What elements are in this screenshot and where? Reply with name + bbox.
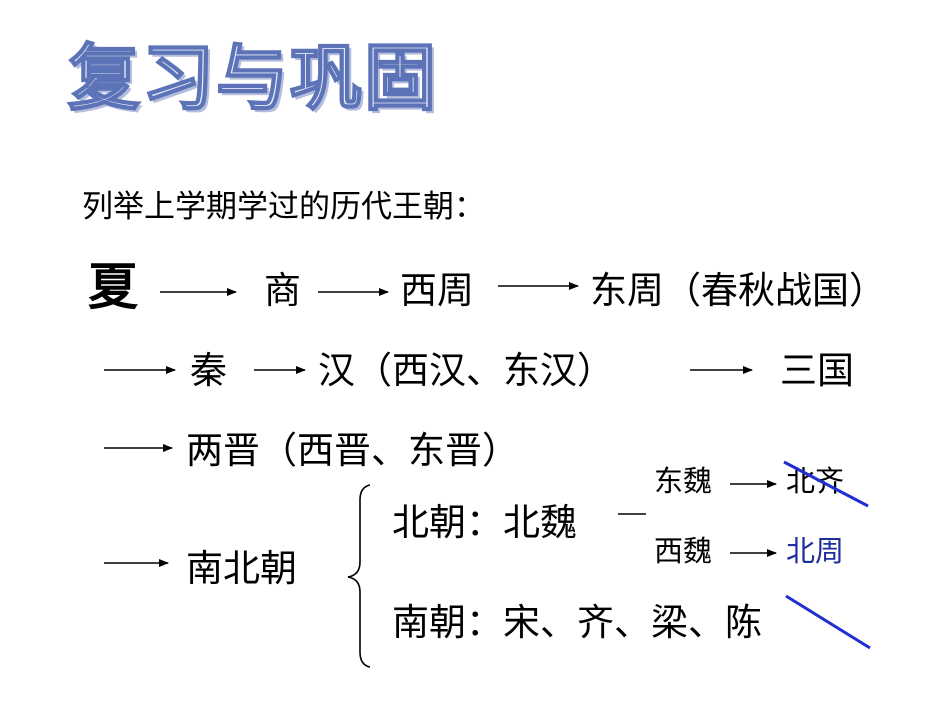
nanchao-label: 南朝：宋、齐、梁、陈 [392,601,762,644]
dynasty-xia: 夏 [88,258,138,316]
dynasty-liangjin: 两晋（西晋、东晋） [186,429,519,472]
dynasty-nanbeichao: 南北朝 [186,547,297,590]
dynasty-xizhou: 西周 [400,269,474,312]
dynasty-shang: 商 [264,269,301,312]
dynasty-dongzhou: 东周（春秋战国） [590,269,886,312]
dynasty-beiqi: 北齐 [786,464,845,498]
dynasty-sanguo: 三国 [780,349,854,392]
strike-chen [785,594,871,650]
subtitle: 列举上学期学过的历代王朝： [82,189,485,225]
dynasty-beizhou: 北周 [786,534,845,568]
page-title: 复习与巩固 [67,36,439,120]
dynasty-qin: 秦 [190,349,227,392]
dynasty-dongwei: 东魏 [654,464,713,498]
beichao-label: 北朝：北魏 [392,501,577,544]
dynasty-han: 汉（西汉、东汉） [318,349,614,392]
dynasty-xiwei: 西魏 [654,534,713,568]
strike-beiqi [783,460,869,508]
brace [347,484,371,668]
